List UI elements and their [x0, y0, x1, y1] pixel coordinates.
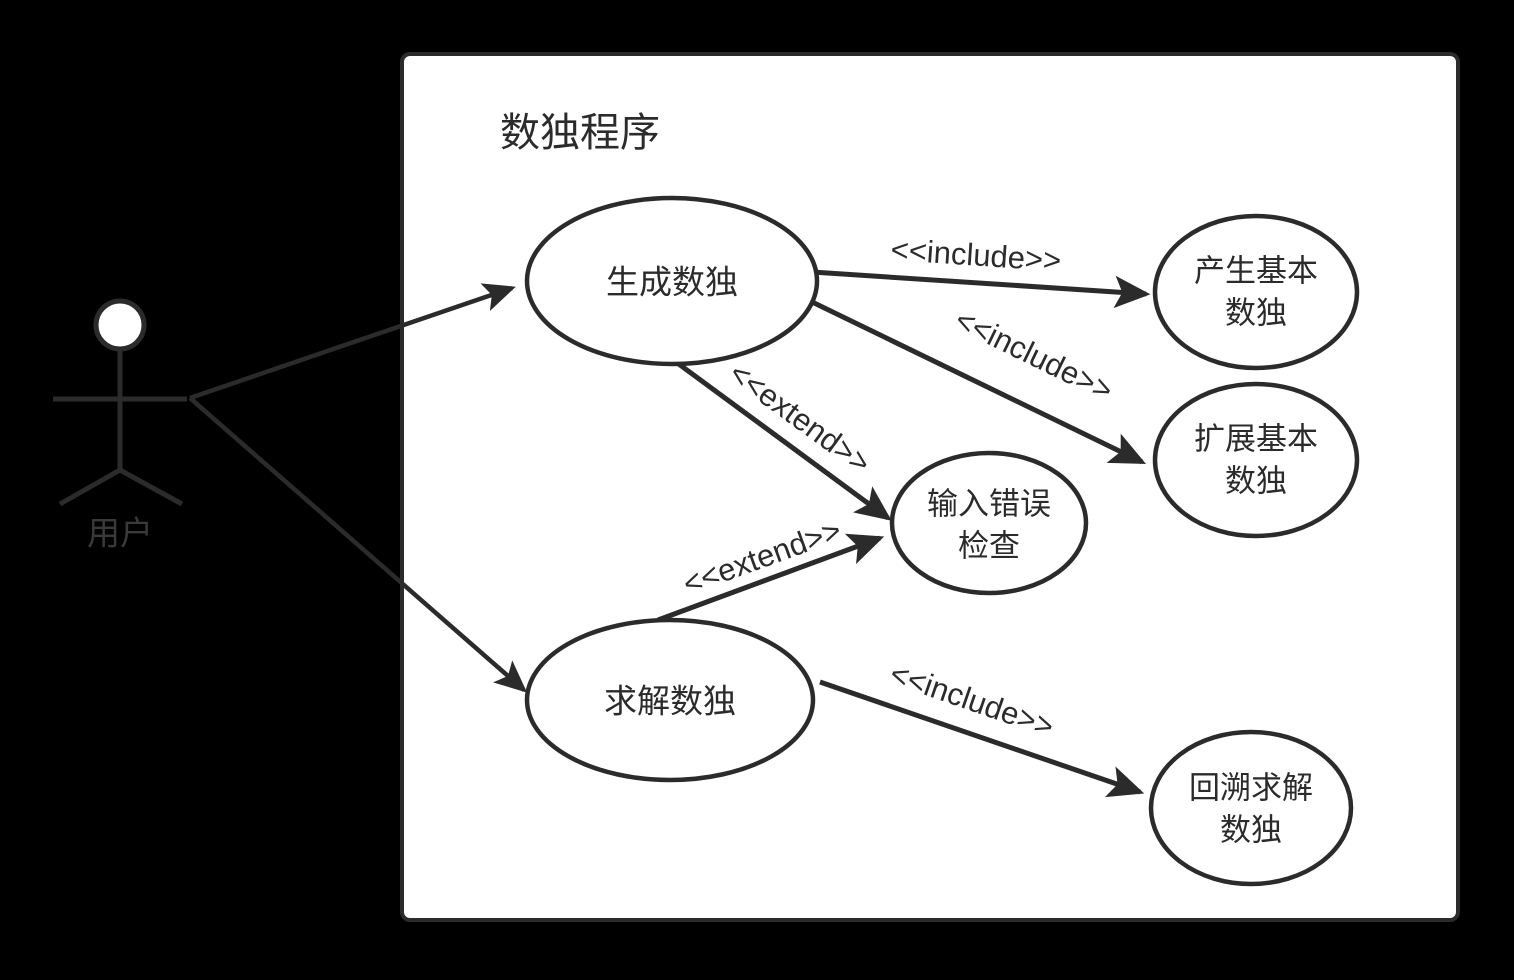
relation-solve-to-backtrack[interactable]: [819, 679, 1145, 798]
actor-leg-right-icon: [118, 467, 184, 507]
use-case-basic-shape: [1152, 213, 1360, 371]
relation-generate-to-extendbasic[interactable]: [806, 297, 1147, 465]
use-case-generate-label: 生成数独: [606, 264, 738, 301]
use-case-extendbasic-label-line1: 扩展基本: [1194, 422, 1318, 457]
relation-generate-to-inputcheck[interactable]: [674, 359, 892, 521]
use-case-inputcheck[interactable]: 输入错误 检查: [889, 450, 1089, 596]
use-case-basic-label-line2: 数独: [1225, 296, 1287, 331]
use-case-extendbasic-shape: [1152, 381, 1360, 539]
use-case-extendbasic[interactable]: 扩展基本 数独: [1152, 381, 1360, 539]
relation-generate-to-basic[interactable]: [811, 269, 1151, 309]
use-case-solve-label: 求解数独: [604, 683, 736, 720]
use-case-generate-shape: [524, 195, 820, 367]
use-case-generate[interactable]: 生成数独: [524, 195, 820, 367]
use-case-backtrack-shape: [1148, 729, 1354, 887]
relation-solve-to-inputcheck[interactable]: [657, 533, 885, 623]
actor-label-user: 用户: [87, 515, 153, 552]
association-user-to-generate[interactable]: [189, 283, 516, 401]
association-user-to-solve[interactable]: [188, 396, 528, 693]
use-case-extendbasic-label-line2: 数独: [1225, 464, 1287, 499]
use-case-solve[interactable]: 求解数独: [524, 617, 816, 783]
actor-head-icon: [93, 298, 147, 352]
use-case-backtrack-label-line1: 回溯求解: [1189, 771, 1313, 806]
use-case-inputcheck-shape: [889, 450, 1089, 596]
use-case-inputcheck-label-line1: 输入错误: [927, 487, 1051, 522]
actor-leg-left-icon: [58, 467, 122, 507]
use-case-basic[interactable]: 产生基本 数独: [1152, 213, 1360, 371]
use-case-solve-shape: [524, 617, 816, 783]
use-case-basic-label-line1: 产生基本: [1194, 254, 1318, 289]
system-boundary-title: 数独程序: [500, 111, 660, 155]
use-case-backtrack-label-line2: 数独: [1220, 813, 1282, 848]
actor-user[interactable]: 用户: [53, 298, 187, 552]
use-case-inputcheck-label-line2: 检查: [958, 529, 1020, 564]
use-case-backtrack[interactable]: 回溯求解 数独: [1148, 729, 1354, 887]
